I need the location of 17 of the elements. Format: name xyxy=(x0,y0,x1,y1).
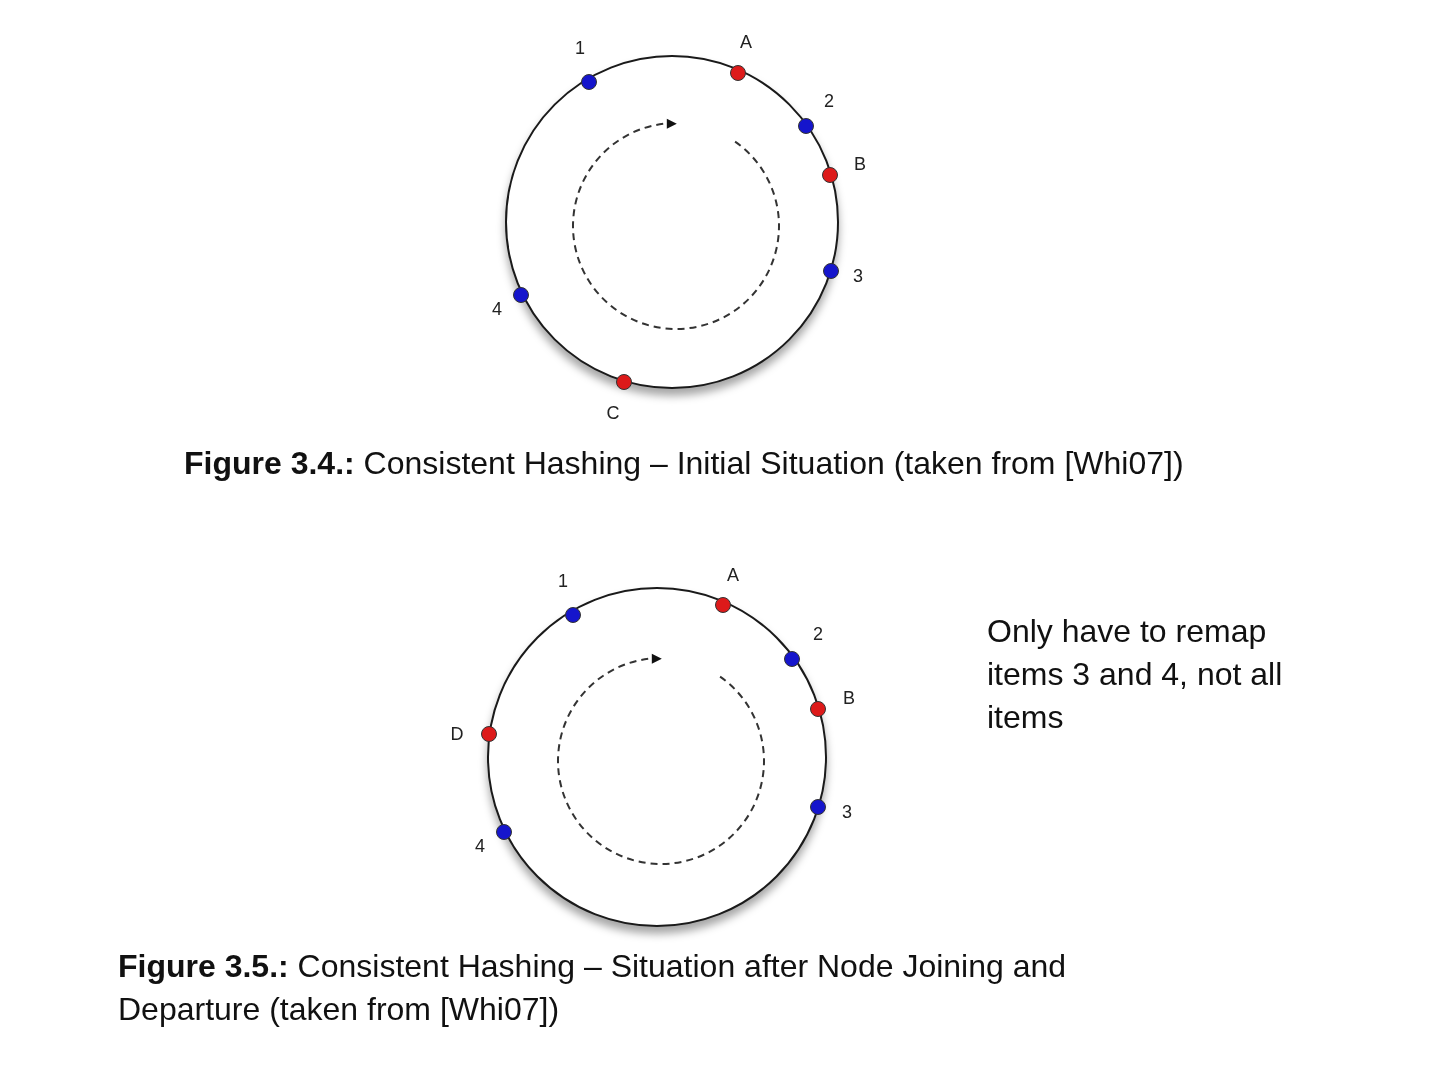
node-label: A xyxy=(727,566,739,584)
figure-caption: Figure 3.5.: Consistent Hashing – Situation after Node Joining and Departure (taken from [Whi07]) xyxy=(118,947,1068,1029)
node-label: 1 xyxy=(558,572,568,590)
node-label: 1 xyxy=(575,39,585,57)
note-text: Only have to remap items 3 and 4, not all items xyxy=(987,612,1284,737)
node-label: B xyxy=(843,689,855,707)
figure-caption: Figure 3.4.: Consistent Hashing – Initial Situation (taken from [Whi07]) xyxy=(184,444,1185,483)
node-label: 3 xyxy=(842,803,852,821)
node-label: 4 xyxy=(475,837,485,855)
node-label: 3 xyxy=(853,267,863,285)
node-label: C xyxy=(606,404,620,422)
node-label: A xyxy=(740,33,752,51)
node-label: D xyxy=(450,725,464,743)
node-label: B xyxy=(854,155,866,173)
node-label: 4 xyxy=(492,300,502,318)
node-label: 2 xyxy=(813,625,823,643)
node-label: 2 xyxy=(824,92,834,110)
